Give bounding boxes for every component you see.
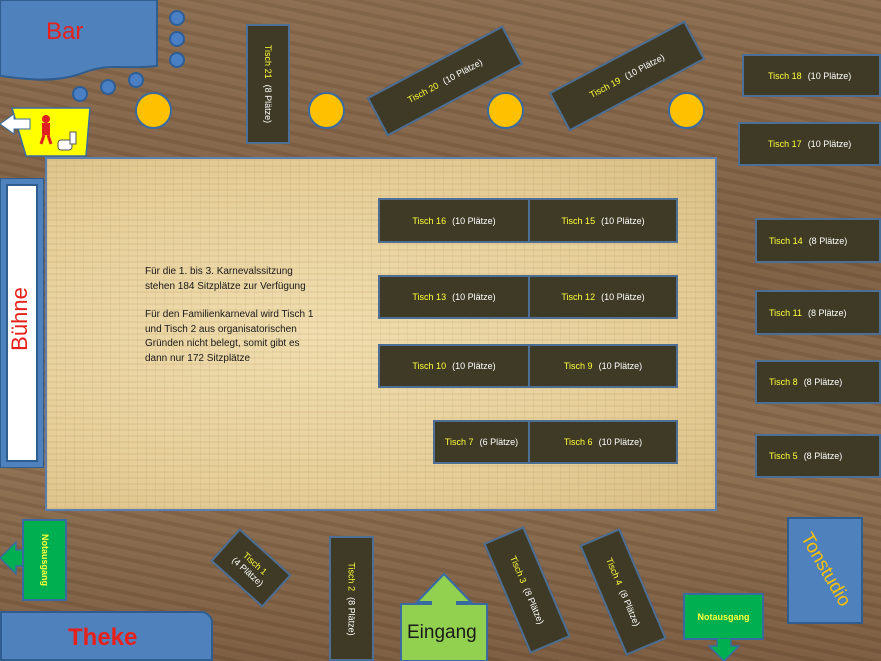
table-3[interactable]: Tisch 3(8 Plätze) (483, 526, 571, 654)
table-13[interactable]: Tisch 13(10 Plätze) (378, 275, 530, 319)
info-paragraph-2: Für den Familienkarneval wird Tisch 1 un… (145, 309, 314, 364)
bar-area (0, 0, 158, 81)
stage-label: Bühne (7, 287, 32, 351)
emergency-exit-left[interactable]: Notausgang (22, 519, 67, 601)
table-17[interactable]: Tisch 17(10 Plätze) (738, 122, 881, 166)
bar-stool (169, 52, 185, 68)
table-2[interactable]: Tisch 2(8 Plätze) (329, 536, 374, 661)
bar-stool (128, 72, 144, 88)
table-4[interactable]: Tisch 4(8 Plätze) (579, 528, 667, 656)
table-11[interactable]: Tisch 11(8 Plätze) (755, 290, 881, 335)
bar-stool (169, 10, 185, 26)
exit-arrow-icon (707, 638, 741, 661)
stage-inner (6, 184, 38, 462)
round-pillar (668, 92, 705, 129)
info-text: Für die 1. bis 3. Karnevalssitzung stehe… (145, 265, 320, 380)
table-18[interactable]: Tisch 18(10 Plätze) (742, 54, 881, 97)
sound-studio (787, 517, 863, 624)
table-7[interactable]: Tisch 7(6 Plätze) (433, 420, 530, 464)
table-6[interactable]: Tisch 6(10 Plätze) (528, 420, 678, 464)
entrance-label[interactable]: Eingang (407, 622, 477, 643)
round-pillar (308, 92, 345, 129)
emergency-exit-right[interactable]: Notausgang (683, 593, 764, 640)
table-1[interactable]: Tisch 1(4 Plätze) (210, 528, 292, 608)
counter-label: Theke (68, 624, 138, 651)
bar-stool (72, 86, 88, 102)
bar-label: Bar (46, 18, 84, 45)
entrance-arrow (400, 572, 488, 661)
counter-area (0, 611, 213, 661)
bar-stool (169, 31, 185, 47)
table-16[interactable]: Tisch 16(10 Plätze) (378, 198, 530, 243)
table-8[interactable]: Tisch 8(8 Plätze) (755, 360, 881, 404)
emergency-exit-left-label: Notausgang (39, 533, 50, 587)
table-15[interactable]: Tisch 15(10 Plätze) (528, 198, 678, 243)
table-21[interactable]: Tisch 21(8 Plätze) (246, 24, 290, 144)
table-14[interactable]: Tisch 14(8 Plätze) (755, 218, 881, 263)
round-pillar (487, 92, 524, 129)
emergency-exit-right-label: Notausgang (697, 611, 750, 622)
table-12[interactable]: Tisch 12(10 Plätze) (528, 275, 678, 319)
table-9[interactable]: Tisch 9(10 Plätze) (528, 344, 678, 388)
toilet-sign (0, 107, 91, 157)
table-10[interactable]: Tisch 10(10 Plätze) (378, 344, 530, 388)
bar-stool (100, 79, 116, 95)
round-pillar (135, 92, 172, 129)
table-5[interactable]: Tisch 5(8 Plätze) (755, 434, 881, 478)
toilet-icon (39, 115, 77, 151)
info-paragraph-1: Für die 1. bis 3. Karnevalssitzung stehe… (145, 266, 306, 292)
